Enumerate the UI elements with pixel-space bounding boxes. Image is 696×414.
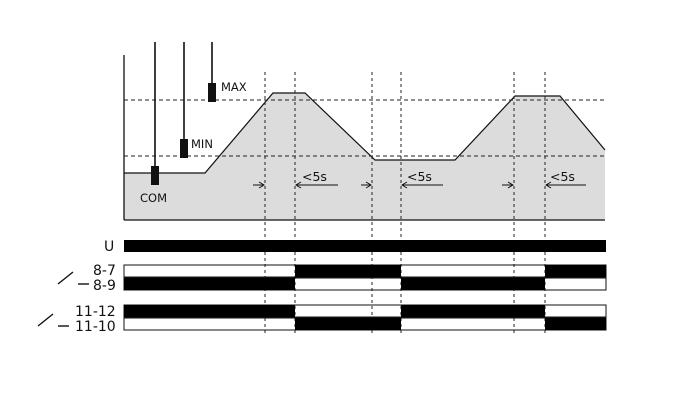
- signal-8-7: [123, 264, 607, 278]
- signal-8-9-active: [401, 278, 545, 290]
- signal-8-7-active: [295, 265, 401, 277]
- signal-8-9-active: [124, 278, 295, 290]
- contact-11-10-label: 11-10: [75, 319, 116, 335]
- signal-11-12-active: [124, 305, 295, 317]
- com-probe: [151, 42, 159, 185]
- signal-11-10-active: [295, 318, 401, 330]
- signal-11-10: [123, 317, 607, 331]
- com-probe-tip: [151, 166, 159, 185]
- signal-11-12: [123, 304, 607, 318]
- u-label: U: [104, 239, 114, 255]
- signal-8-9: [123, 277, 607, 291]
- min-probe-tip: [180, 139, 188, 158]
- switch-symbol-11: [37, 313, 69, 327]
- signal-11-10-active: [545, 318, 606, 330]
- min-probe: [180, 42, 188, 158]
- switch-symbol-8: [57, 271, 89, 285]
- max-label: MAX: [221, 80, 247, 94]
- signal-8-7-active: [545, 265, 606, 277]
- min-label: MIN: [191, 137, 213, 151]
- contact-8-9-label: 8-9: [93, 278, 116, 294]
- max-probe: [208, 42, 216, 102]
- delay-arrows: [253, 181, 586, 189]
- delay-label-1: <5s: [302, 169, 327, 184]
- signal-11-12-active: [401, 305, 545, 317]
- contact-11-12-label: 11-12: [75, 304, 116, 320]
- contact-8-7-label: 8-7: [93, 263, 116, 279]
- u-signal-bar: [124, 240, 606, 252]
- com-label: COM: [140, 191, 167, 205]
- delay-label-3: <5s: [550, 169, 575, 184]
- delay-label-2: <5s: [407, 169, 432, 184]
- max-probe-tip: [208, 83, 216, 102]
